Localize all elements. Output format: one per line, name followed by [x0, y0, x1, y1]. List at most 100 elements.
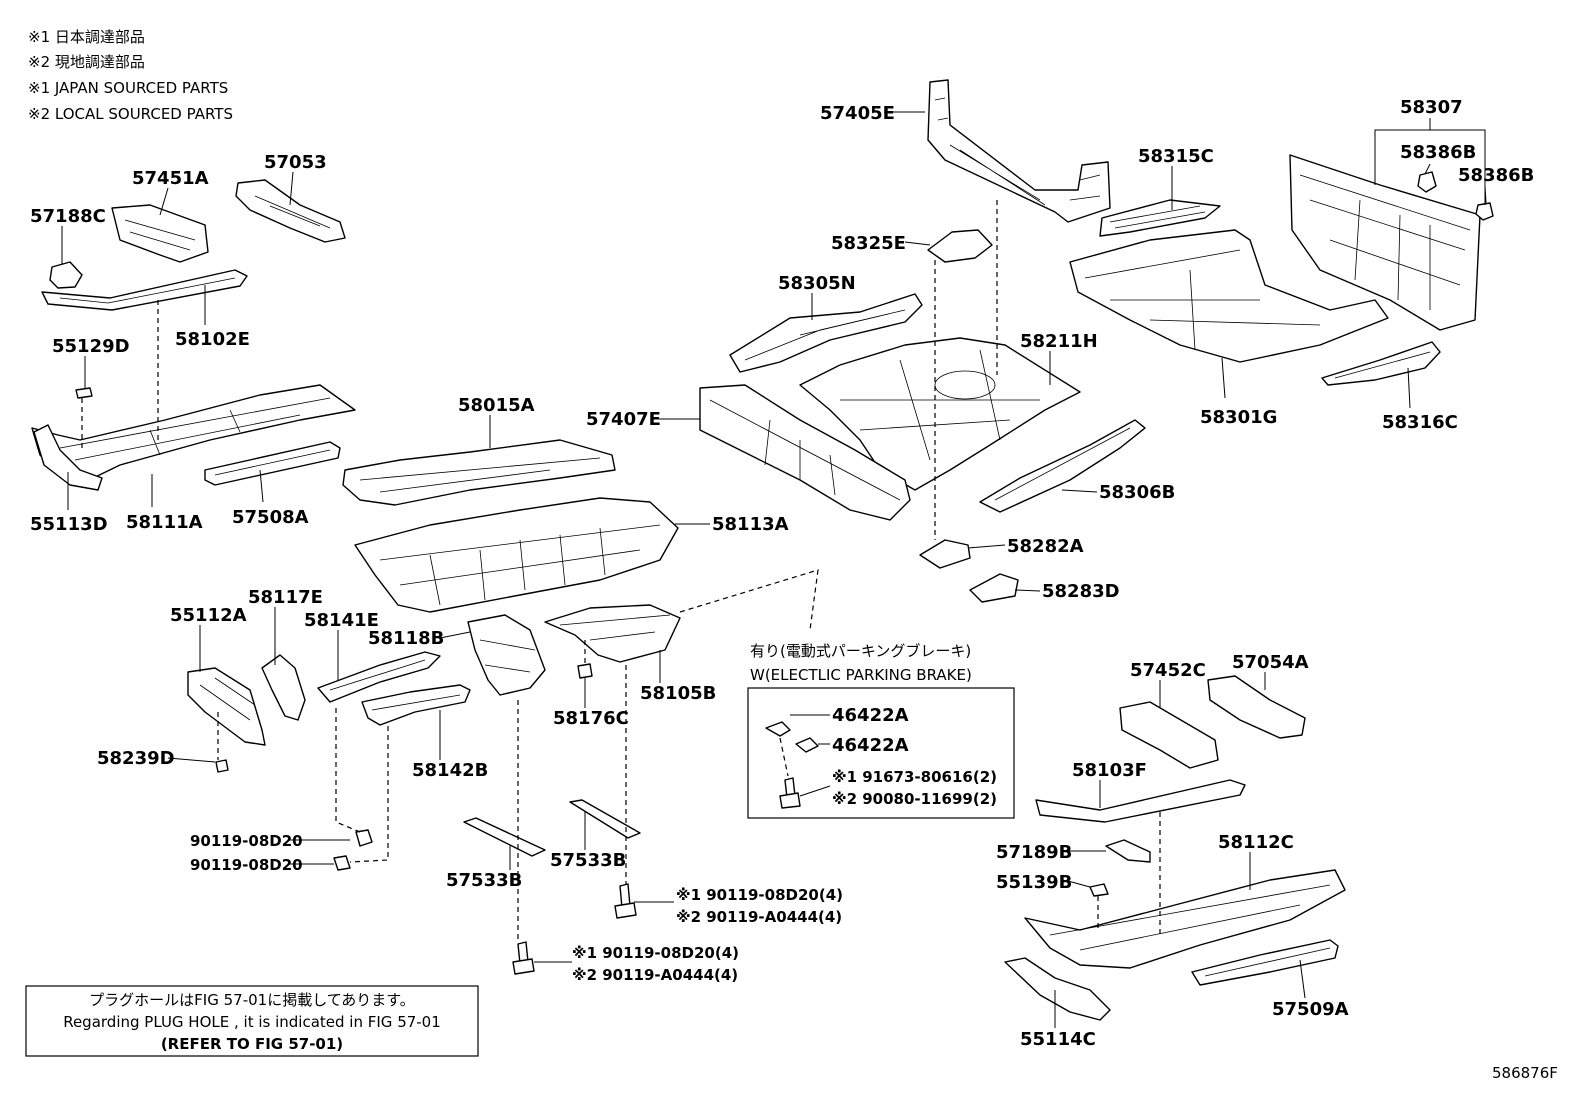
part-58103F-drawing [1035, 779, 1246, 823]
label-58305N: 58305N [778, 273, 856, 294]
note-japan-jp: ※1 日本調達部品 [28, 28, 145, 46]
part-58315C-drawing [1099, 199, 1221, 237]
part-58386B-clips [1417, 171, 1494, 221]
label-57452C: 57452C [1130, 660, 1206, 681]
bolt-upper-japan: ※1 90119-08D20(4) [676, 886, 843, 904]
dashed-alignment-lines [81, 200, 1161, 942]
label-57451A: 57451A [132, 168, 209, 189]
label-57407E: 57407E [586, 409, 661, 430]
note-local-en: ※2 LOCAL SOURCED PARTS [28, 105, 233, 123]
part-58306B-drawing [979, 419, 1146, 513]
part-55129D-drawing [75, 387, 93, 399]
bolt-lower-local: ※2 90119-A0444(4) [572, 966, 738, 984]
part-labels: 57405E 58315C 58307 58386B 58386B 57451A… [30, 97, 1534, 1050]
label-58239D: 58239D [97, 748, 175, 769]
figure-id: 586876F [1492, 1064, 1558, 1082]
label-46422A-upper: 46422A [832, 705, 909, 726]
label-58118B: 58118B [368, 628, 444, 649]
label-58113A: 58113A [712, 514, 789, 535]
label-57533B-right: 57533B [550, 850, 626, 871]
note-japan-en: ※1 JAPAN SOURCED PARTS [28, 79, 228, 97]
label-57509A: 57509A [1272, 999, 1349, 1020]
leader-lines [61, 111, 1487, 1028]
label-58283D: 58283D [1042, 581, 1120, 602]
label-58315C: 58315C [1138, 146, 1214, 167]
label-55112A: 55112A [170, 605, 247, 626]
part-58239D-drawing [215, 759, 229, 773]
part-58015A-drawing [342, 439, 616, 506]
epb-variant-box: 有り(電動式パーキングブレーキ) W(ELECTLIC PARKING BRAK… [747, 642, 1015, 819]
label-58142B: 58142B [412, 760, 488, 781]
part-58142B-drawing [361, 684, 471, 726]
part-58305N-drawing [729, 293, 923, 373]
part-58282A-drawing [919, 539, 971, 569]
sourcing-notes: ※1 日本調達部品 ※2 現地調達部品 ※1 JAPAN SOURCED PAR… [28, 28, 233, 123]
epb-bolt-japan: ※1 91673-80616(2) [832, 768, 997, 786]
label-58301G: 58301G [1200, 407, 1277, 428]
note-line-refer: (REFER TO FIG 57-01) [161, 1035, 343, 1053]
part-57451A-drawing [111, 204, 209, 263]
part-58301G-drawing [1069, 229, 1389, 363]
part-58118B-drawing [467, 614, 546, 696]
label-58117E: 58117E [248, 587, 323, 608]
part-58307-drawing [1289, 154, 1481, 331]
label-58015A: 58015A [458, 395, 535, 416]
label-55114C: 55114C [1020, 1029, 1096, 1050]
label-57054A: 57054A [1232, 652, 1309, 673]
note-local-jp: ※2 現地調達部品 [28, 53, 145, 71]
part-58117E-drawing [261, 654, 306, 721]
label-58176C: 58176C [553, 708, 629, 729]
part-55113D-drawing [33, 424, 103, 491]
label-57533B-left: 57533B [446, 870, 522, 891]
label-58282A: 58282A [1007, 536, 1084, 557]
label-58325E: 58325E [831, 233, 906, 254]
label-58141E: 58141E [304, 610, 379, 631]
part-58316C-drawing [1321, 341, 1441, 386]
part-58283D-drawing [969, 573, 1019, 603]
part-55112A-drawing [187, 667, 266, 746]
label-58103F: 58103F [1072, 760, 1147, 781]
note-line-jp: プラグホールはFIG 57-01に掲載してあります。 [89, 991, 415, 1009]
label-57053: 57053 [264, 152, 327, 173]
label-90119-08D20-lower: 90119-08D20 [190, 856, 303, 874]
label-58307: 58307 [1400, 97, 1463, 118]
bolt-upper-local: ※2 90119-A0444(4) [676, 908, 842, 926]
part-57533B-drawings [463, 799, 641, 857]
label-58211H: 58211H [1020, 331, 1098, 352]
label-58386B-right: 58386B [1458, 165, 1534, 186]
part-57189B-drawing [1105, 839, 1151, 863]
bolt-lower-japan: ※1 90119-08D20(4) [572, 944, 739, 962]
epb-title-jp: 有り(電動式パーキングブレーキ) [750, 642, 971, 660]
part-58176C-drawing [577, 663, 593, 679]
part-57509A-drawing [1191, 939, 1339, 986]
part-58105B-drawing [544, 604, 681, 663]
label-58105B: 58105B [640, 683, 716, 704]
part-55114C-drawing [1004, 957, 1111, 1021]
label-58306B: 58306B [1099, 482, 1175, 503]
label-55139B: 55139B [996, 872, 1072, 893]
part-58111A-drawing [31, 384, 356, 483]
part-58325E-drawing [927, 229, 993, 263]
part-57188C-drawing [49, 261, 83, 289]
epb-frame [747, 687, 1015, 819]
epb-title-en: W(ELECTLIC PARKING BRAKE) [750, 666, 972, 684]
part-57452C-drawing [1119, 701, 1219, 769]
part-57405E-drawing [927, 79, 1111, 223]
label-57188C: 57188C [30, 206, 106, 227]
label-55113D: 55113D [30, 514, 108, 535]
label-57189B: 57189B [996, 842, 1072, 863]
part-58113A-drawing [354, 497, 679, 613]
plug-hole-note: プラグホールはFIG 57-01に掲載してあります。 Regarding PLU… [25, 985, 479, 1057]
part-57407E-drawing [699, 384, 911, 521]
label-58316C: 58316C [1382, 412, 1458, 433]
bolt-drawings [333, 829, 637, 975]
part-58102E-drawing [41, 269, 248, 311]
label-57405E: 57405E [820, 103, 895, 124]
label-58102E: 58102E [175, 329, 250, 350]
label-58386B-left: 58386B [1400, 142, 1476, 163]
part-57054A-drawing [1207, 675, 1306, 739]
part-57053-drawing [235, 179, 346, 243]
note-line-en: Regarding PLUG HOLE , it is indicated in… [63, 1013, 441, 1031]
